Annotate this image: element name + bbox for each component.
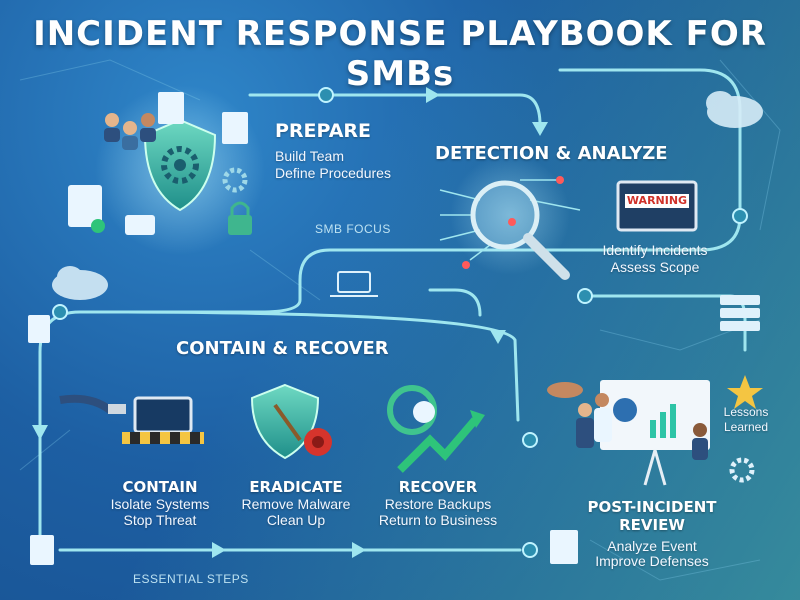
detection-heading: DETECTION & ANALYZE: [435, 143, 668, 164]
review-line-1: Analyze Event: [607, 538, 697, 554]
review-illustration: [547, 375, 763, 486]
review-line-2: Improve Defenses: [595, 553, 709, 569]
essential-steps-label: ESSENTIAL STEPS: [133, 572, 249, 586]
lessons-learned-label: Lessons Learned: [723, 405, 769, 434]
document-icon: [28, 315, 578, 565]
recover-line-2: Return to Business: [378, 512, 498, 528]
recover-illustration: [387, 385, 485, 473]
smb-focus-label: SMB FOCUS: [315, 222, 391, 236]
server-icon: [720, 295, 760, 331]
eradicate-line-2: Clean Up: [266, 512, 326, 528]
prepare-line-1: Build Team: [275, 148, 345, 164]
contain-recover-heading: CONTAIN & RECOVER: [176, 338, 389, 359]
detection-line-1: Identify Incidents: [602, 242, 708, 258]
prepare-illustration: [68, 85, 265, 255]
prepare-heading: PREPARE: [275, 120, 372, 142]
eradicate-heading: ERADICATE: [249, 478, 343, 496]
contain-line-2: Stop Threat: [123, 512, 197, 528]
review-heading-2: REVIEW: [619, 516, 685, 534]
recover-heading: RECOVER: [398, 478, 478, 496]
warning-label: WARNING: [625, 194, 689, 208]
prepare-line-2: Define Procedures: [275, 165, 391, 181]
contain-illustration: [59, 394, 204, 444]
eradicate-illustration: [250, 383, 332, 460]
recover-line-1: Restore Backups: [384, 496, 492, 512]
page-title: INCIDENT RESPONSE PLAYBOOK FOR SMBs: [33, 14, 767, 94]
detection-line-2: Assess Scope: [610, 259, 700, 275]
cloud-icon: [52, 91, 763, 300]
flow-arrows: [32, 87, 548, 558]
laptop-icon: [330, 271, 378, 297]
contain-line-1: Isolate Systems: [110, 496, 210, 512]
contain-heading: CONTAIN: [122, 478, 198, 496]
review-heading-1: POST-INCIDENT: [587, 498, 717, 516]
eradicate-line-1: Remove Malware: [241, 496, 351, 512]
